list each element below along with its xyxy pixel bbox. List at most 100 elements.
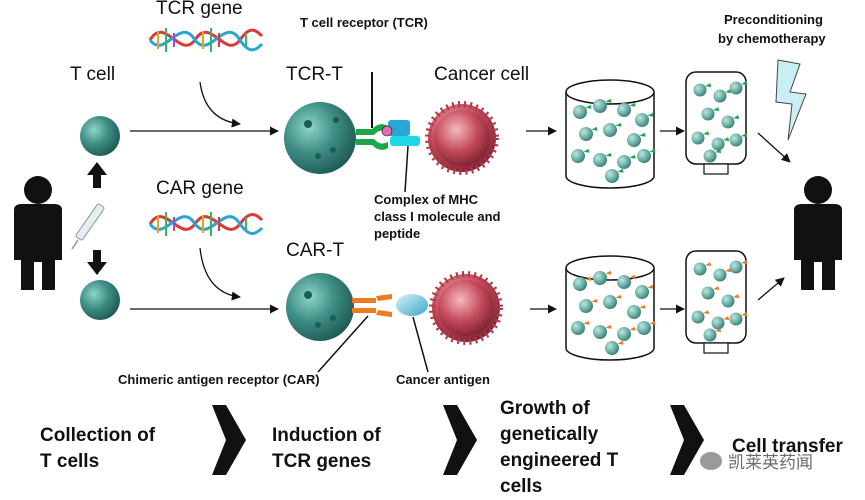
vessel-car-receptor-7: [583, 320, 590, 325]
bag-tcr-receptor-2: [741, 81, 748, 86]
vessel-tcr-receptor-0: [585, 104, 592, 109]
bag-tcr-cell-4: [721, 115, 735, 129]
step-chevron-1: [212, 405, 246, 475]
bag-tcr-receptor-7: [741, 133, 748, 138]
bag-tcr-cell-5: [691, 131, 705, 145]
bag-car-cell-5: [691, 310, 705, 324]
bag-tcr-cell-1: [713, 89, 727, 103]
collected-tcell-top: [80, 116, 120, 156]
vessel-tcr-cell-2: [617, 103, 631, 117]
step-3-line2: genetically: [500, 424, 599, 445]
label-preconditioning-2: by chemotherapy: [718, 31, 826, 46]
step-3-line4: cells: [500, 476, 543, 497]
vessel-tcr-receptor-8: [605, 152, 612, 157]
step-chevron-2: [443, 405, 477, 475]
syringe-icon: [71, 203, 105, 250]
step-2: Induction of TCR genes: [272, 423, 381, 475]
car-receptor-icon: [317, 294, 392, 373]
vessel-car-cell-8: [593, 325, 607, 339]
step-1: Collection of T cells: [40, 423, 155, 475]
up-arrow-icon: [87, 162, 107, 188]
vessel-tcr-cell-11: [605, 169, 619, 183]
bag-car-receptor-5: [703, 310, 710, 315]
vessel-car-receptor-0: [585, 276, 592, 281]
label-car-t: CAR-T: [286, 240, 345, 261]
vessel-tcr-cell-3: [635, 113, 649, 127]
label-chimeric-receptor: Chimeric antigen receptor (CAR): [118, 372, 320, 387]
bag-car-cell-4: [721, 294, 735, 308]
step-4: Cell transfer: [732, 434, 843, 460]
cancer-cell-bottom: [429, 271, 503, 345]
vessel-car-cell-10: [637, 321, 651, 335]
label-mhc-line2: class I molecule and: [374, 209, 501, 224]
watermark: 凯莱英药闻: [700, 448, 860, 488]
vessel-car-cell-9: [617, 327, 631, 341]
tcr-t-cell: [284, 102, 356, 174]
step-3-line3: engineered T: [500, 450, 619, 471]
vessel-tcr-cell-0: [573, 105, 587, 119]
vessel-tcr-receptor-7: [583, 148, 590, 153]
vessel-car-cell-6: [627, 305, 641, 319]
vessel-car-cell-3: [635, 285, 649, 299]
culture-vessel-car: [565, 255, 656, 361]
vessel-car-receptor-9: [629, 326, 636, 331]
bag-car-receptor-8: [715, 328, 722, 333]
vessel-tcr-receptor-1: [605, 98, 612, 103]
infusion-bag-tcr: [685, 71, 748, 175]
lightning-bolt-icon: [775, 59, 807, 141]
step-4-line1: Cell transfer: [732, 436, 843, 457]
vessel-tcr-cell-10: [637, 149, 651, 163]
bag-tcr-cell-6: [711, 137, 725, 151]
vessel-tcr-cell-8: [593, 153, 607, 167]
vessel-car-cell-7: [571, 321, 585, 335]
mhc-complex-icon: [381, 120, 420, 193]
vessel-tcr-receptor-2: [629, 102, 636, 107]
vessel-tcr-receptor-3: [647, 112, 654, 117]
bag-tcr-receptor-1: [725, 89, 732, 94]
bag-tcr-receptor-8: [715, 149, 722, 154]
bag-car-receptor-2: [741, 260, 748, 265]
label-t-cell: T cell: [70, 64, 116, 85]
car-gene-dna-icon: [148, 212, 264, 236]
vessel-tcr-cell-6: [627, 133, 641, 147]
label-car-gene: CAR gene: [156, 178, 244, 199]
vessel-tcr-receptor-11: [617, 168, 624, 173]
infusion-bag-car: [685, 250, 748, 354]
step-2-line2: TCR genes: [272, 451, 372, 472]
bag-car-cell-1: [713, 268, 727, 282]
bag-car-receptor-3: [713, 286, 720, 291]
vessel-tcr-receptor-6: [639, 132, 646, 137]
label-t-cell-receptor: T cell receptor (TCR): [300, 15, 428, 30]
label-mhc-line3: peptide: [374, 226, 421, 241]
step-3-line1: Growth of: [500, 398, 590, 419]
label-tcr-gene: TCR gene: [156, 0, 243, 19]
bag-tcr-receptor-4: [733, 115, 740, 120]
step-chevron-3: [670, 405, 704, 475]
vessel-tcr-receptor-9: [629, 154, 636, 159]
bag-tcr-receptor-6: [723, 137, 730, 142]
vessel-car-cell-0: [573, 277, 587, 291]
arrow-car-gene-curve: [199, 247, 241, 301]
bag-tcr-cell-7: [729, 133, 743, 147]
step-2-line1: Induction of: [272, 425, 381, 446]
bag-tcr-cell-2: [729, 81, 743, 95]
arrow-to-patient-top: [757, 132, 791, 163]
label-cancer-antigen: Cancer antigen: [396, 372, 490, 387]
vessel-tcr-cell-1: [593, 99, 607, 113]
vessel-tcr-cell-7: [571, 149, 585, 163]
step-3: Growth of genetically engineered T cells: [500, 396, 618, 500]
bag-car-cell-0: [693, 262, 707, 276]
vessel-car-receptor-4: [591, 298, 598, 303]
vessel-car-cell-11: [605, 341, 619, 355]
wechat-icon: [700, 451, 722, 470]
vessel-tcr-cell-4: [579, 127, 593, 141]
vessel-car-receptor-3: [647, 284, 654, 289]
step-1-line2: T cells: [40, 451, 100, 472]
vessel-car-cell-4: [579, 299, 593, 313]
bag-tcr-cell-8: [703, 149, 717, 163]
label-cancer-cell: Cancer cell: [434, 64, 530, 85]
bag-car-receptor-1: [725, 268, 732, 273]
tcr-receptor-icon: [356, 72, 388, 150]
step-1-line1: Collection of: [40, 425, 156, 446]
down-arrow-icon: [87, 250, 107, 275]
